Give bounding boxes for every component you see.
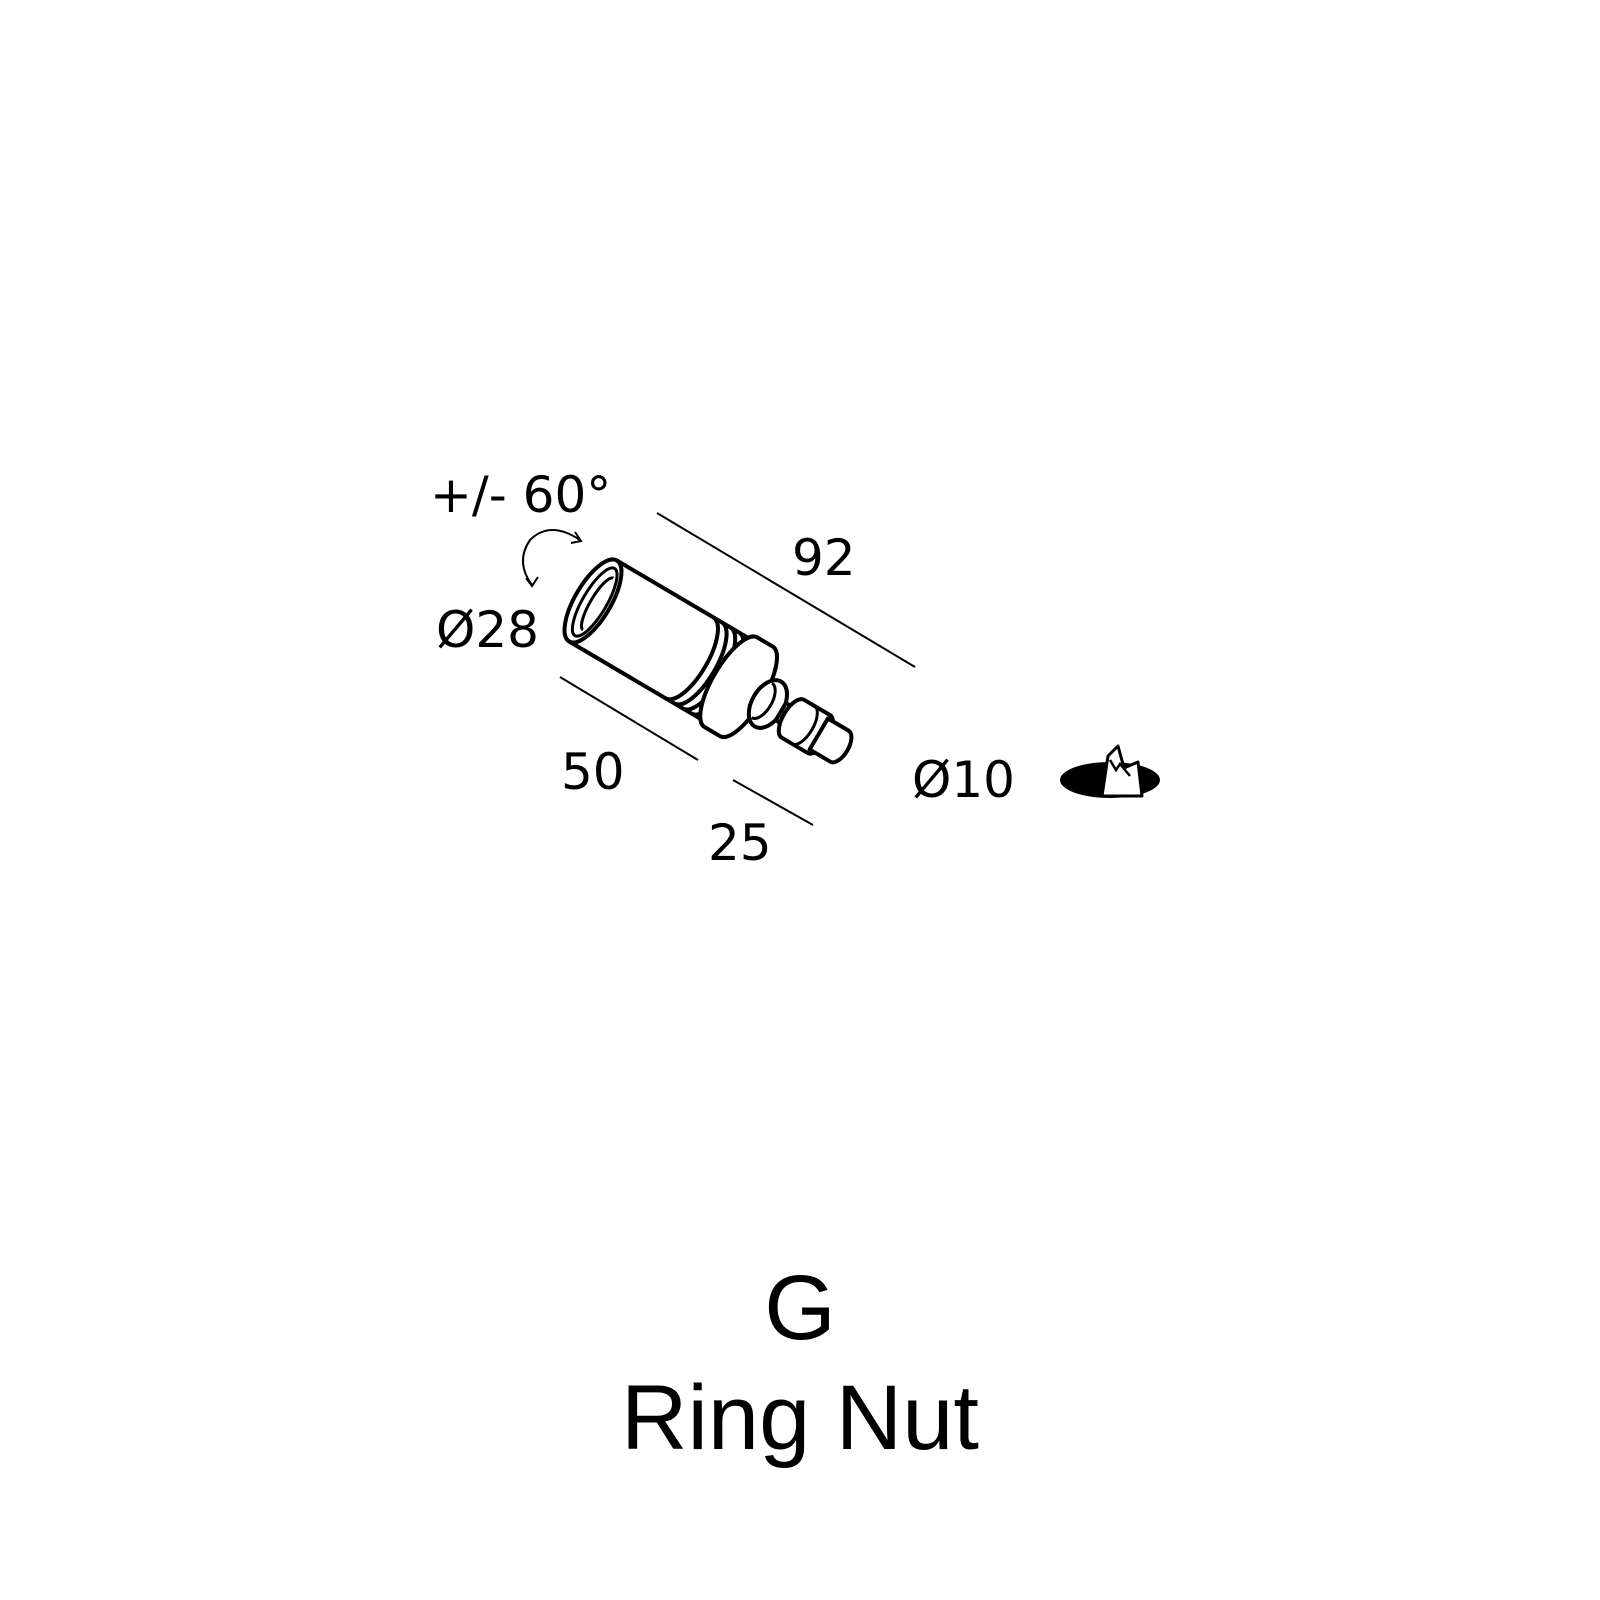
stem-length-label: 25 bbox=[708, 814, 772, 872]
variant-name: Ring Nut bbox=[621, 1367, 979, 1469]
dimension-lines bbox=[559, 512, 916, 826]
dim-line-50 bbox=[559, 676, 699, 761]
rotation-arrow-icon bbox=[522, 529, 583, 588]
dim-line-92 bbox=[656, 512, 916, 668]
stem-end bbox=[807, 716, 854, 765]
body-length-label: 50 bbox=[561, 743, 625, 801]
stem-diameter-label: Ø10 bbox=[912, 751, 1015, 809]
variant-letter: G bbox=[764, 1257, 836, 1359]
dim-line-25 bbox=[732, 779, 814, 826]
tilt-angle-label: +/- 60° bbox=[430, 466, 612, 524]
head-diameter-label: Ø28 bbox=[436, 601, 539, 659]
ring-nut-flange bbox=[698, 634, 779, 740]
recessed-ground-install-icon bbox=[1060, 744, 1160, 798]
overall-length-label: 92 bbox=[792, 529, 856, 587]
spotlight-body bbox=[562, 557, 854, 765]
